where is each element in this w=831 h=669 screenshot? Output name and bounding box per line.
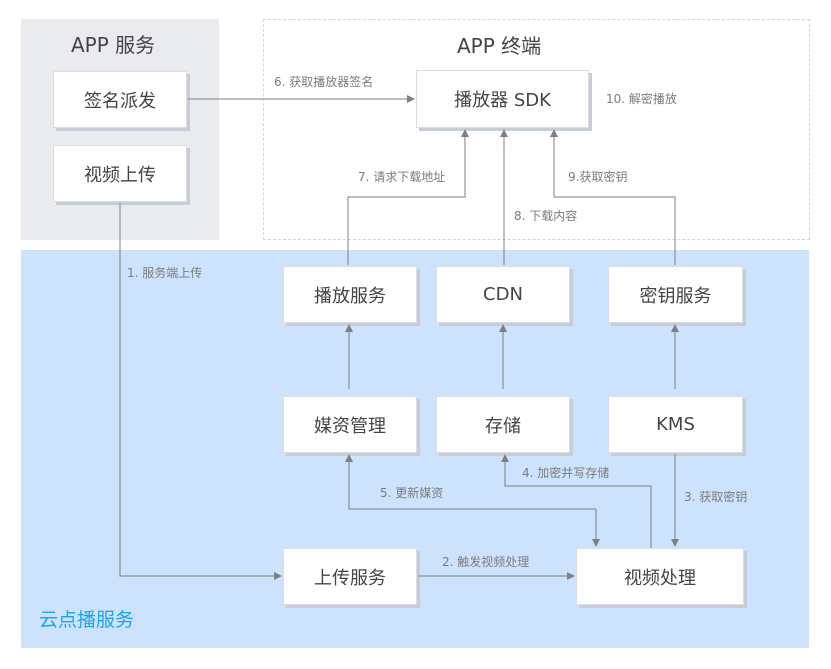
- node-kms[interactable]: KMS: [608, 396, 743, 453]
- node-cdn[interactable]: CDN: [436, 266, 570, 323]
- node-video-upload[interactable]: 视频上传: [53, 145, 187, 202]
- label-step-3: 3. 获取密钥: [684, 490, 748, 504]
- app-terminal-title: APP 终端: [457, 34, 542, 58]
- node-sign-dispatch[interactable]: 签名派发: [53, 71, 187, 128]
- node-play-service[interactable]: 播放服务: [283, 266, 417, 323]
- app-service-title: APP 服务: [71, 33, 156, 57]
- vod-service-title: 云点播服务: [39, 609, 135, 631]
- node-key-service[interactable]: 密钥服务: [608, 266, 743, 323]
- label-step-5: 5. 更新媒资: [380, 486, 444, 500]
- app-service-region: APP 服务: [21, 19, 219, 240]
- label-step-10: 10. 解密播放: [606, 92, 677, 106]
- label-step-6: 6. 获取播放器签名: [274, 75, 374, 89]
- label-step-1: 1. 服务端上传: [127, 266, 203, 280]
- node-video-processing[interactable]: 视频处理: [576, 548, 744, 605]
- node-storage[interactable]: 存储: [436, 396, 570, 453]
- label-step-8: 8. 下载内容: [514, 209, 578, 223]
- label-step-9: 9.获取密钥: [568, 170, 628, 184]
- label-step-2: 2. 触发视频处理: [442, 555, 530, 569]
- node-player-sdk[interactable]: 播放器 SDK: [416, 70, 589, 128]
- label-step-4: 4. 加密并写存储: [522, 466, 610, 480]
- label-step-7: 7. 请求下载地址: [358, 170, 446, 184]
- node-upload-service[interactable]: 上传服务: [283, 548, 417, 605]
- node-media-management[interactable]: 媒资管理: [283, 396, 417, 453]
